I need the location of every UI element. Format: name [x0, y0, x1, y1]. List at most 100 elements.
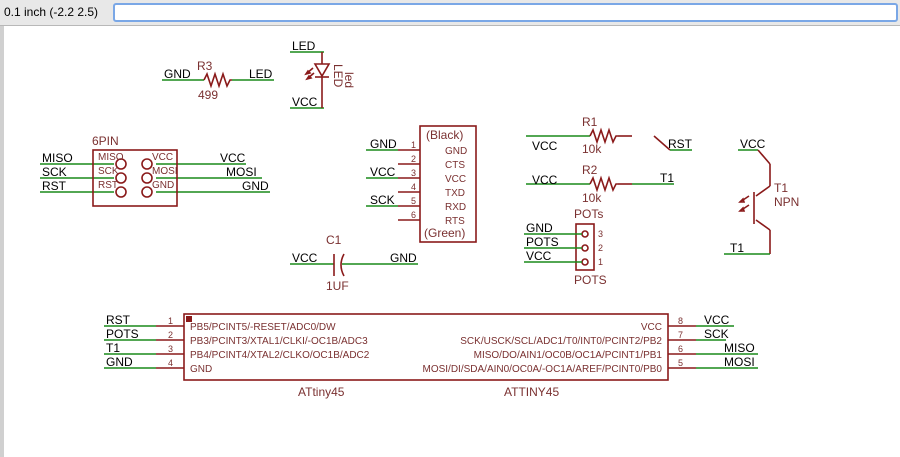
net-label-miso-attiny: MISO — [724, 341, 755, 355]
attiny-pin-pb4: PB4/PCINT4/XTAL2/CLKO/OC1B/ADC2 — [190, 350, 370, 361]
isp-pin-vcc: VCC — [152, 152, 173, 163]
schematic-canvas[interactable]: GND LED R3 499 LED VCC LED led 6P — [0, 26, 900, 457]
coordinate-readout: 0.1 inch (-2.2 2.5) — [4, 5, 99, 19]
capacitor-c1[interactable]: VCC GND C1 1UF — [290, 233, 418, 293]
net-label-vcc-pots: VCC — [526, 249, 552, 263]
command-input[interactable] — [113, 3, 898, 22]
r1-name: R1 — [582, 115, 598, 129]
net-label-sck: SCK — [42, 165, 67, 179]
led-value: led — [342, 72, 356, 88]
attiny-pin-gnd: GND — [190, 364, 212, 375]
attiny-pin-num-1: 1 — [168, 316, 173, 326]
attiny-pin-num-5: 5 — [678, 358, 683, 368]
pots-pin-num-1: 1 — [598, 257, 603, 267]
ftdi-pin-num-6: 6 — [411, 210, 416, 220]
ftdi-title: (Black) — [426, 128, 463, 142]
ftdi-footer: (Green) — [424, 226, 465, 240]
net-label-pots: POTS — [526, 235, 559, 249]
resistor-r1[interactable]: VCC RST R1 10k — [526, 115, 693, 156]
isp-name: 6PIN — [92, 134, 119, 148]
net-label-led: LED — [249, 67, 273, 81]
net-label-mosi-attiny: MOSI — [724, 355, 755, 369]
attiny-pin-pb5: PB5/PCINT5/-RESET/ADC0/DW — [190, 322, 336, 333]
net-label-vcc-ftdi: VCC — [370, 165, 396, 179]
net-label-rst-r1: RST — [668, 137, 693, 151]
net-label-sck-attiny: SCK — [704, 327, 729, 341]
attiny-value: ATTINY45 — [504, 385, 559, 399]
pots-value: POTS — [574, 273, 607, 287]
net-label-vcc-isp: VCC — [220, 151, 246, 165]
isp-header-6pin[interactable]: 6PIN MISO SCK RST VCC MOSI GND MISO SCK … — [40, 134, 270, 207]
net-label-sck-ftdi: SCK — [370, 193, 395, 207]
pots-pin-num-3: 3 — [598, 229, 603, 239]
pots-name: POTs — [574, 207, 603, 221]
resistor-r3[interactable]: GND LED R3 499 — [162, 59, 274, 102]
r1-value: 10k — [582, 142, 602, 156]
isp-pin-sck: SCK — [98, 166, 119, 177]
led-name: LED — [331, 64, 345, 88]
net-label-led-top: LED — [292, 39, 316, 53]
net-label-gnd-isp: GND — [242, 179, 269, 193]
transistor-t1[interactable]: VCC T1 T1 NPN — [724, 137, 799, 255]
ftdi-header[interactable]: (Black) (Green) 1 2 3 4 5 6 GND CTS VCC … — [366, 125, 477, 243]
isp-pin-miso: MISO — [98, 152, 124, 163]
attiny-pin-pb3: PB3/PCINT3/XTAL1/CLKI/-OC1B/ADC3 — [190, 336, 368, 347]
t1-name: T1 — [774, 181, 788, 195]
net-label-gnd-c1: GND — [390, 251, 417, 265]
ftdi-pin-vcc: VCC — [445, 174, 466, 185]
net-label-gnd-attiny: GND — [106, 355, 133, 369]
resistor-r2[interactable]: VCC T1 R2 10k — [526, 163, 674, 205]
attiny-pin-num-7: 7 — [678, 330, 683, 340]
net-label-gnd-pots: GND — [526, 221, 553, 235]
ftdi-pin-num-2: 2 — [411, 154, 416, 164]
pots-header[interactable]: 3 2 1 GND POTS VCC POTs POTS — [524, 207, 607, 287]
isp-pin-gnd: GND — [152, 180, 174, 191]
ftdi-pin-num-3: 3 — [411, 168, 416, 178]
net-label-mosi-isp: MOSI — [226, 165, 257, 179]
net-label-gnd: GND — [164, 67, 191, 81]
net-label-pots-attiny: POTS — [106, 327, 139, 341]
ftdi-pin-num-1: 1 — [411, 140, 416, 150]
attiny-pin-num-2: 2 — [168, 330, 173, 340]
net-label-vcc-r2: VCC — [532, 173, 558, 187]
schematic-drawing: GND LED R3 499 LED VCC LED led 6P — [40, 39, 799, 399]
attiny45-chip[interactable]: 1 2 3 4 8 7 6 5 PB5/PCINT5/-RESET/ADC0/D… — [104, 313, 758, 399]
net-label-vcc-t1: VCC — [740, 137, 766, 151]
ftdi-pin-gnd: GND — [445, 146, 467, 157]
pots-pin-num-2: 2 — [598, 243, 603, 253]
attiny-pin-pb0: MOSI/DI/SDA/AIN0/OC0A/-OC1A/AREF/PCINT0/… — [422, 364, 662, 375]
ftdi-pin-rxd: RXD — [445, 202, 466, 213]
net-label-vcc-c1: VCC — [292, 251, 318, 265]
net-label-gnd-ftdi: GND — [370, 137, 397, 151]
attiny-name: ATtiny45 — [298, 385, 345, 399]
attiny-pin-pb1: MISO/DO/AIN1/OC0B/OC1A/PCINT1/PB1 — [474, 350, 663, 361]
led-d1[interactable]: LED VCC LED led — [290, 39, 356, 109]
toolbar: 0.1 inch (-2.2 2.5) — [0, 0, 900, 26]
attiny-pin-num-3: 3 — [168, 344, 173, 354]
net-label-t1: T1 — [730, 241, 744, 255]
isp-pin-mosi: MOSI — [152, 166, 178, 177]
attiny-pin-pb2: SCK/USCK/SCL/ADC1/T0/INT0/PCINT2/PB2 — [460, 336, 662, 347]
net-label-vcc-led: VCC — [292, 95, 318, 109]
isp-pin-rst: RST — [98, 180, 118, 191]
t1-value: NPN — [774, 195, 799, 209]
ftdi-pin-cts: CTS — [445, 160, 465, 171]
net-label-vcc-attiny: VCC — [704, 313, 730, 327]
r3-name: R3 — [197, 59, 213, 73]
net-label-rst: RST — [42, 179, 67, 193]
r2-value: 10k — [582, 191, 602, 205]
net-label-miso: MISO — [42, 151, 73, 165]
ftdi-pin-rts: RTS — [445, 216, 465, 227]
net-label-rst-attiny: RST — [106, 313, 131, 327]
ftdi-pin-txd: TXD — [445, 188, 465, 199]
attiny-pin-vcc: VCC — [641, 322, 662, 333]
net-label-t1-r2: T1 — [660, 171, 674, 185]
c1-name: C1 — [326, 233, 342, 247]
net-label-vcc-r1: VCC — [532, 139, 558, 153]
ftdi-pin-num-5: 5 — [411, 196, 416, 206]
c1-value: 1UF — [326, 279, 349, 293]
net-label-t1-attiny: T1 — [106, 341, 120, 355]
attiny-pin-num-6: 6 — [678, 344, 683, 354]
attiny-pin-num-8: 8 — [678, 316, 683, 326]
attiny-pin-num-4: 4 — [168, 358, 173, 368]
